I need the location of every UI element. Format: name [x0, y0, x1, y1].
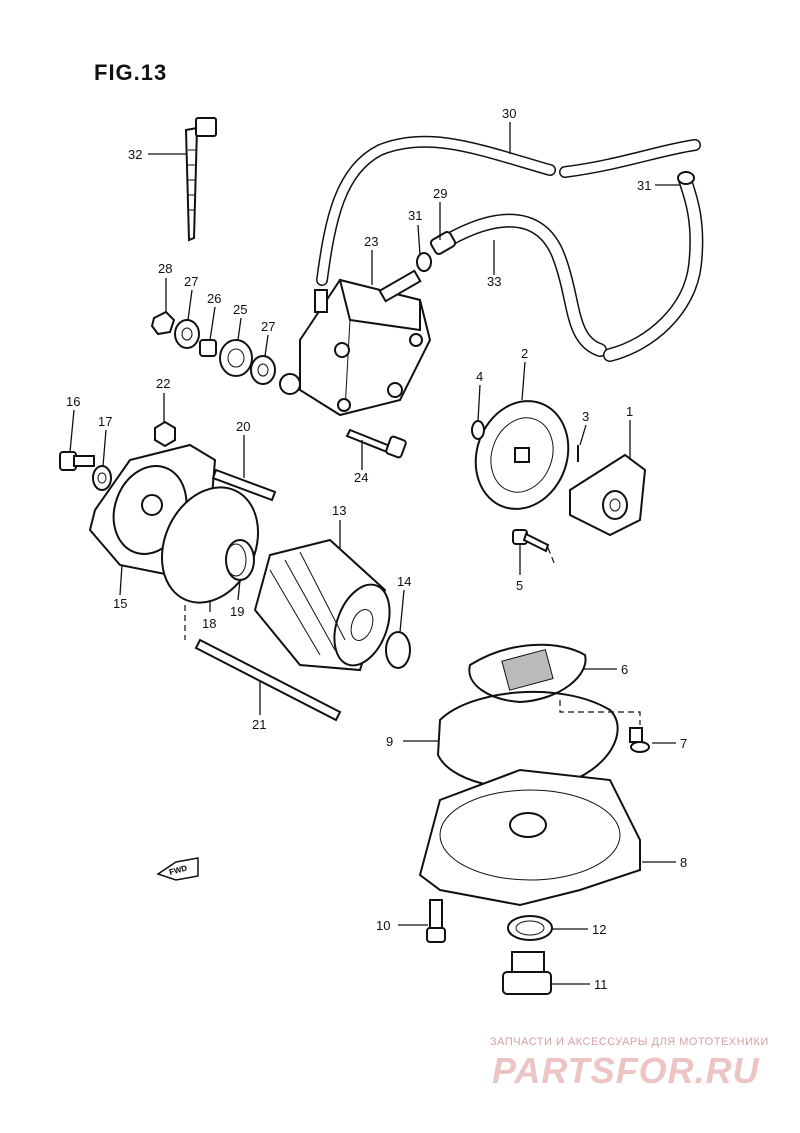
- part-2-gear: [474, 400, 570, 510]
- callout-29: 29: [433, 186, 447, 201]
- callout-19: 19: [230, 604, 244, 619]
- part-7-bolt: [629, 727, 650, 753]
- callout-25: 25: [233, 302, 247, 317]
- watermark-logo: PARTSFOR.RU: [492, 1050, 760, 1091]
- guide-line: [559, 700, 641, 725]
- callout-20: 20: [236, 419, 250, 434]
- part-14-o-ring: [385, 631, 411, 669]
- callout-5: 5: [516, 578, 523, 593]
- callout-21: 21: [252, 717, 266, 732]
- part-21-stud: [194, 638, 342, 722]
- fwd-arrow-icon: FWD: [156, 857, 199, 881]
- part-32-cable-tie: [184, 117, 217, 242]
- part-16-bolt: [59, 451, 95, 471]
- part-11-drain-plug: [502, 951, 552, 995]
- part-23-fuel-pump: [279, 269, 432, 417]
- callout-10: 10: [376, 918, 390, 933]
- part-19-spring: [225, 539, 255, 581]
- callout-28: 28: [158, 261, 172, 276]
- watermark-tagline: ЗАПЧАСТИ И АКСЕССУАРЫ ДЛЯ МОТОТЕХНИКИ: [490, 1036, 769, 1048]
- parts-25-28-washers: [150, 310, 276, 385]
- callout-22: 22: [156, 376, 170, 391]
- callout-18: 18: [202, 616, 216, 631]
- part-30-hose: [316, 135, 701, 286]
- part-24-bolt: [345, 428, 407, 459]
- callout-26: 26: [207, 291, 221, 306]
- part-29-fitting: [429, 231, 457, 255]
- callout-23: 23: [364, 234, 378, 249]
- part-22-nut: [154, 420, 176, 448]
- part-9-gasket: [436, 690, 619, 790]
- figure-title: FIG.13: [94, 60, 168, 85]
- callout-16: 16: [66, 394, 80, 409]
- callout-12: 12: [592, 922, 606, 937]
- part-1-oil-pump: [569, 453, 647, 537]
- part-4-circlip: [471, 420, 485, 440]
- part-31-clip: [416, 171, 695, 272]
- callout-3: 3: [582, 409, 589, 424]
- part-8-oil-pan: [418, 768, 641, 907]
- callout-30: 30: [502, 106, 516, 121]
- callout-32: 32: [128, 147, 142, 162]
- part-13-oil-filter: [253, 538, 391, 672]
- part-10-bolt: [426, 899, 446, 943]
- callout-7: 7: [680, 736, 687, 751]
- part-20-stud: [211, 468, 277, 502]
- part-33-hose: [433, 173, 704, 362]
- callout-8: 8: [680, 855, 687, 870]
- callout-1: 1: [626, 404, 633, 419]
- callout-9: 9: [386, 734, 393, 749]
- callout-labels: 32 30 31 29 31 33 23 24 28 27 26 25 27 2…: [66, 106, 687, 992]
- callout-4: 4: [476, 369, 483, 384]
- callout-14: 14: [397, 574, 411, 589]
- part-6-strainer: [468, 643, 587, 704]
- leader-lines: [69, 122, 680, 985]
- callout-11: 11: [594, 977, 608, 992]
- callout-31: 31: [408, 208, 422, 223]
- part-5-bolt: [512, 529, 550, 553]
- callout-24: 24: [354, 470, 368, 485]
- callout-13: 13: [332, 503, 346, 518]
- callout-6: 6: [621, 662, 628, 677]
- part-17-washer: [92, 465, 112, 491]
- guide-line: [547, 547, 556, 566]
- part-12-washer: [507, 915, 553, 941]
- callout-27-second: 27: [261, 319, 275, 334]
- callout-33: 33: [487, 274, 501, 289]
- callout-15: 15: [113, 596, 127, 611]
- callout-17: 17: [98, 414, 112, 429]
- callout-27: 27: [184, 274, 198, 289]
- callout-2: 2: [521, 346, 528, 361]
- callout-31-right: 31: [637, 178, 651, 193]
